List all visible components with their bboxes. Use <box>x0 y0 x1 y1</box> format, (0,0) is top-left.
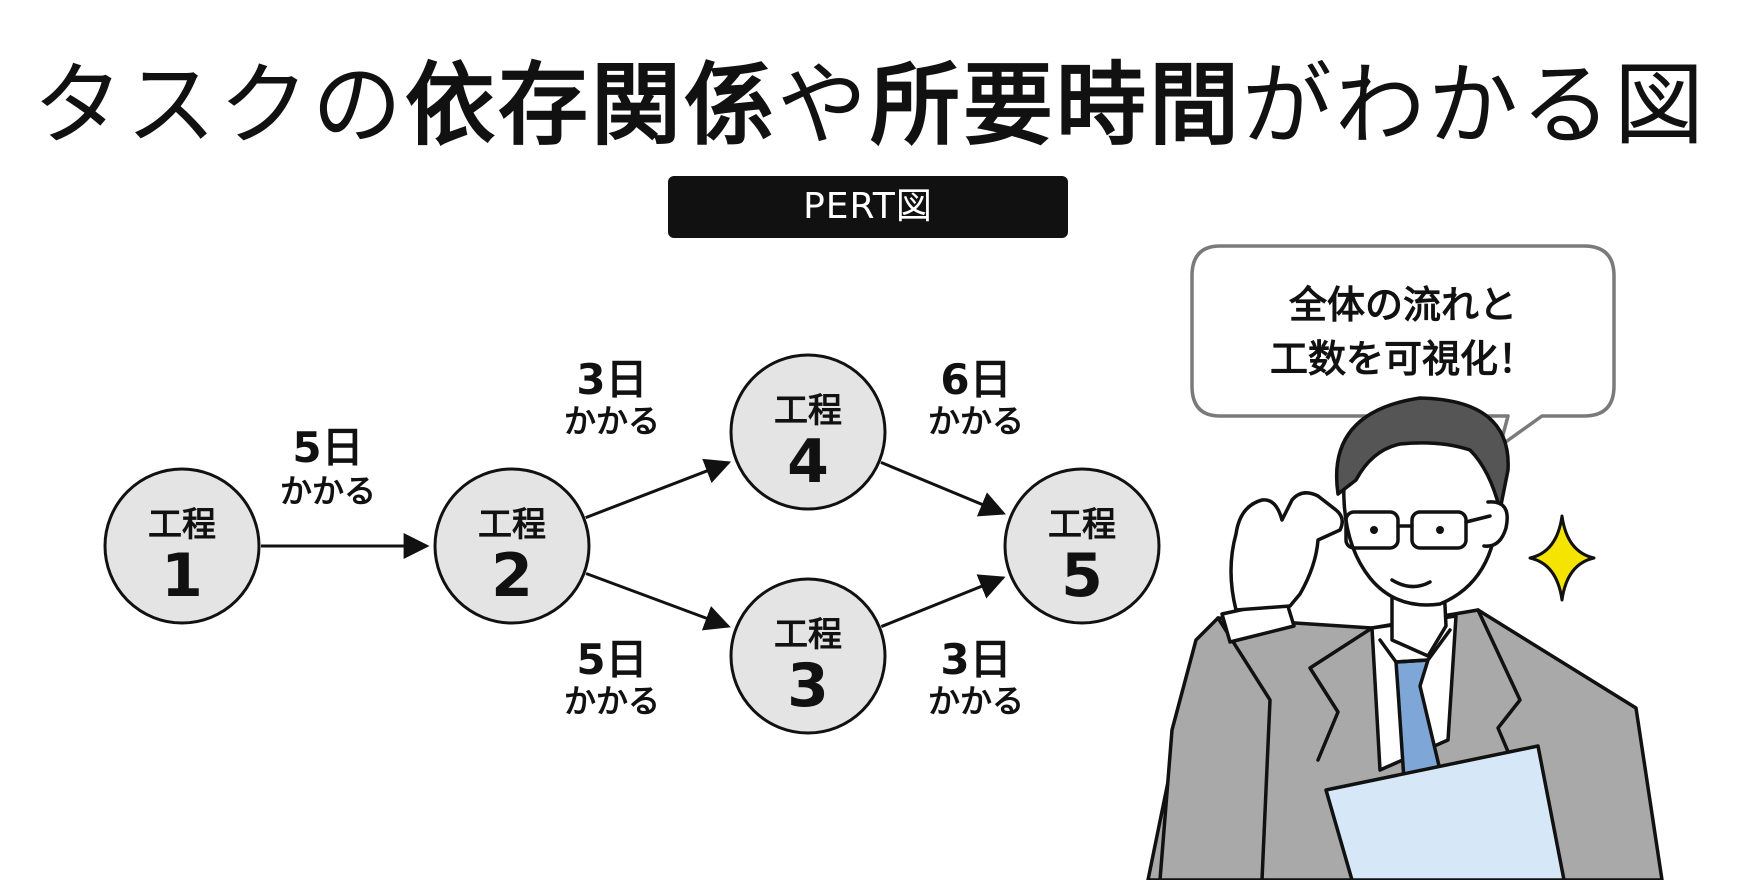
edge-days-label: 5日 <box>576 635 647 684</box>
businessman-adjusting-glasses-icon <box>1146 396 1664 880</box>
process-node-circle <box>729 353 887 511</box>
process-node-number: 4 <box>787 427 829 497</box>
process-node-1: 工程1 <box>103 467 261 625</box>
edge-n2-n3 <box>585 572 731 631</box>
title-part-2: や <box>777 53 870 158</box>
process-node-circle <box>433 467 591 625</box>
process-node-label: 工程 <box>148 505 216 545</box>
pert-badge: PERT図 <box>668 176 1068 238</box>
process-node-label: 工程 <box>774 391 842 431</box>
page-title: タスクの依存関係や所要時間がわかる図 <box>0 46 1740 166</box>
edge-n2-n4 <box>585 458 732 520</box>
process-node-circle <box>103 467 261 625</box>
process-node-label: 工程 <box>1048 505 1116 545</box>
title-part-1: 依存関係 <box>405 53 777 158</box>
process-node-number: 5 <box>1061 541 1103 611</box>
process-node-5: 工程5 <box>1003 467 1161 625</box>
process-node-2: 工程2 <box>433 467 591 625</box>
edge-duration-sub-label: かかる <box>928 682 1024 720</box>
process-node-4: 工程4 <box>729 353 887 511</box>
process-node-3: 工程3 <box>729 577 887 735</box>
process-node-number: 2 <box>491 541 533 611</box>
speech-bubble: 全体の流れと 工数を可視化！ <box>1190 244 1616 448</box>
title-part-0: タスクの <box>33 53 405 158</box>
process-node-label: 工程 <box>774 615 842 655</box>
edge-days-label: 3日 <box>940 635 1011 684</box>
bubble-line-2: 工数を可視化！ <box>1270 337 1536 381</box>
sparkle-icon <box>1528 514 1596 602</box>
edge-duration-sub-label: かかる <box>928 402 1024 440</box>
title-part-3: 所要時間 <box>870 53 1242 158</box>
edge-days-label: 3日 <box>576 355 647 404</box>
process-node-number: 3 <box>787 651 829 721</box>
edge-days-label: 5日 <box>292 423 363 472</box>
process-node-number: 1 <box>161 541 203 611</box>
process-node-label: 工程 <box>478 505 546 545</box>
edge-duration-sub-label: かかる <box>564 402 660 440</box>
process-node-circle <box>1003 467 1161 625</box>
bubble-line-1: 全体の流れと <box>1288 283 1517 327</box>
edge-duration-sub-label: かかる <box>280 472 376 510</box>
edge-n3-n5 <box>880 574 1006 628</box>
title-part-4: がわかる図 <box>1242 53 1707 158</box>
edge-days-label: 6日 <box>940 355 1011 404</box>
edge-duration-sub-label: かかる <box>564 682 660 720</box>
process-node-circle <box>729 577 887 735</box>
edge-n4-n5 <box>880 460 1006 517</box>
